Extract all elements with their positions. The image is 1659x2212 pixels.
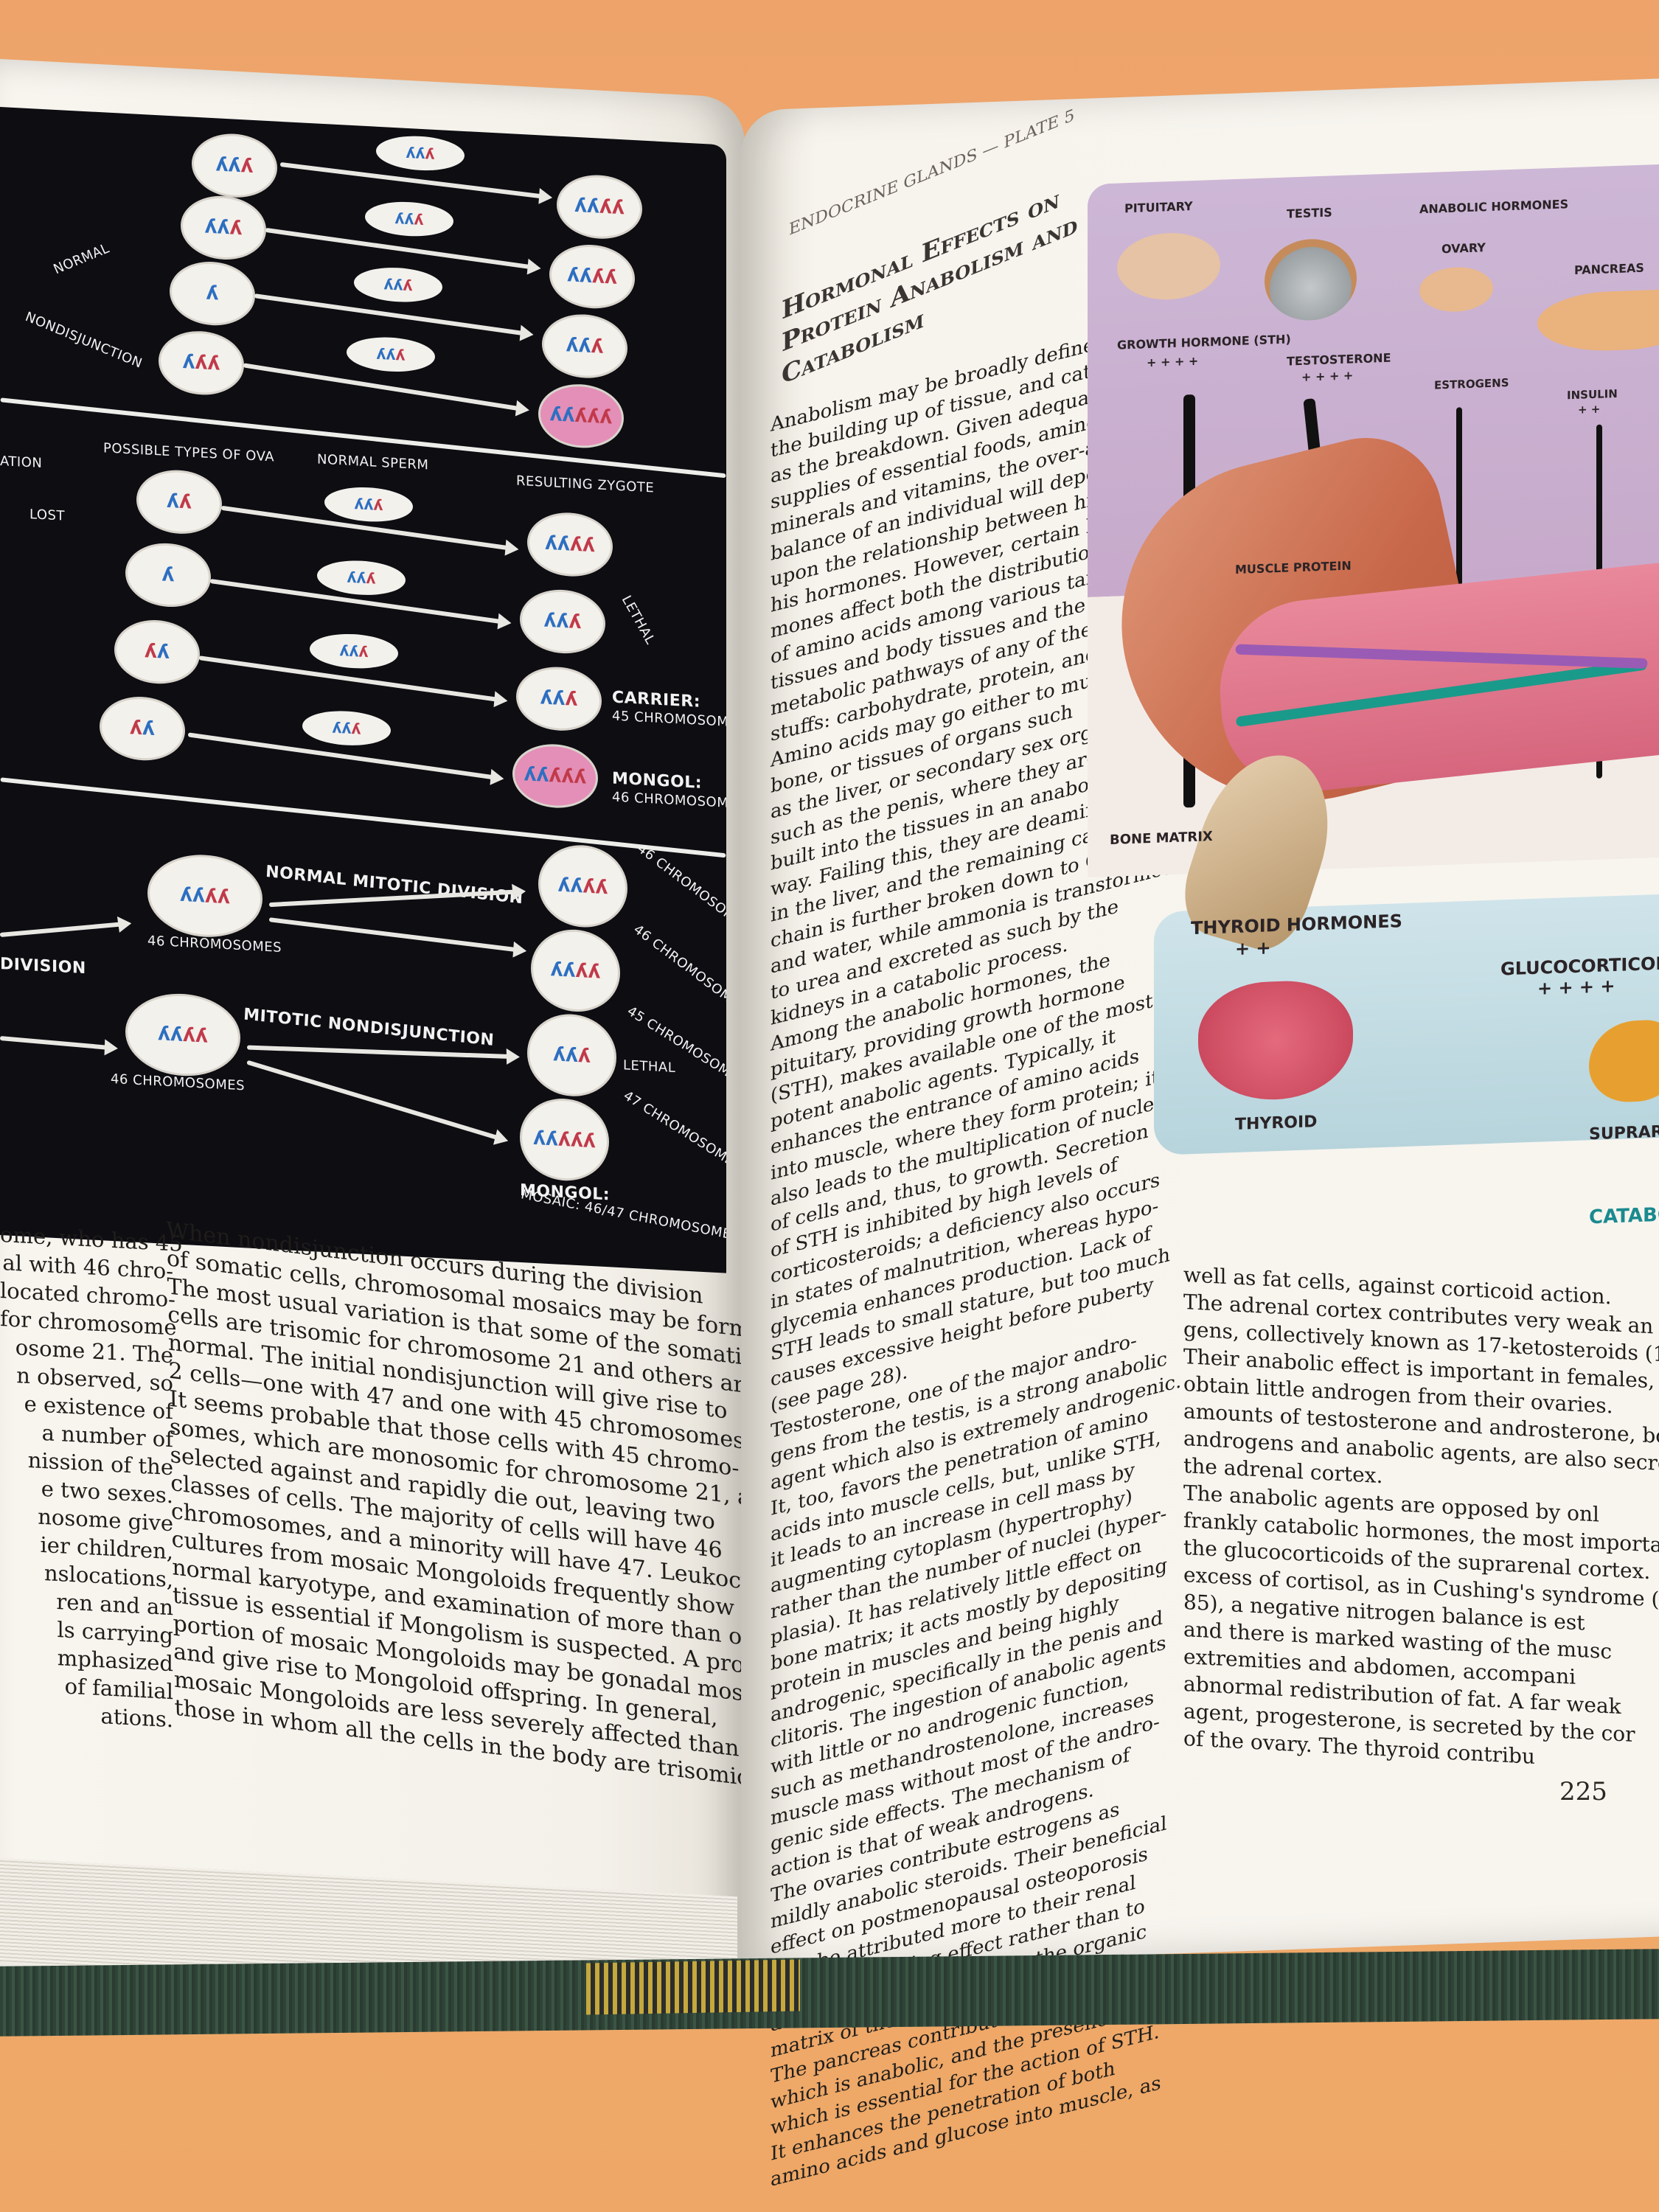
label-thyroid: THYROID	[1235, 1113, 1318, 1135]
arrow-14	[0, 1036, 111, 1051]
ova-t2: ʎ	[125, 540, 211, 609]
left-text-column-1: ome, who has 45 al with 46 chro- located…	[0, 1222, 183, 1733]
label-suprarenal: SUPRAREN	[1589, 1121, 1659, 1144]
label-mongol-mosaic-2: MOSAIC: 46/47 CHROMOSOMES	[519, 1186, 726, 1245]
label-nondisjunction: NONDISJUNCTION	[23, 309, 145, 372]
arrow-13	[0, 922, 125, 937]
label-pancreas: PANCREAS	[1574, 260, 1644, 277]
label-gluco-plus: + + + +	[1537, 975, 1615, 999]
ovum-3: ʎ	[170, 260, 255, 328]
label-46-chromosomes-b: 46 CHROMOSOMES	[111, 1071, 246, 1094]
label-testis: TESTIS	[1287, 205, 1332, 221]
label-mitotic-nondisjunction: MITOTIC NONDISJUNCTION	[243, 1005, 495, 1050]
label-division: DIVISION	[0, 955, 86, 978]
label-right-45-lethal: LETHAL	[623, 1057, 676, 1077]
label-pituitary: PITUITARY	[1124, 199, 1193, 216]
label-testosterone-plus: + + + +	[1301, 368, 1354, 384]
label-normal: NORMAL	[51, 240, 112, 278]
label-right-45: 45 CHROMOSOMES	[624, 1003, 726, 1090]
label-catabolic: CATABO	[1589, 1203, 1659, 1229]
label-ovary: OVARY	[1441, 240, 1486, 257]
label-insulin: INSULIN	[1567, 386, 1618, 403]
left-text-column-2: When nondisjunction occurs during the di…	[166, 1217, 791, 1797]
label-thyroid-plus: + +	[1235, 937, 1271, 960]
label-lost: LOST	[29, 507, 65, 524]
label-normal-sperm: NORMAL SPERM	[317, 451, 429, 473]
label-right-47: 47 CHROMOSOMES	[620, 1088, 726, 1175]
label-carrier-count: 45 CHROMOSOMES	[612, 708, 726, 731]
hormone-plate: PITUITARY TESTIS OVARY PANCREAS ANABOLIC…	[1088, 164, 1659, 1239]
arrow-10	[268, 917, 520, 953]
label-estrogens: ESTROGENS	[1434, 376, 1509, 392]
label-right-46b: 46 CHROMOSOMES	[630, 922, 726, 1017]
label-resulting-zygote: RESULTING ZYGOTE	[516, 473, 655, 496]
label-46-chromosomes-a: 46 CHROMOSOMES	[147, 933, 282, 956]
label-insulin-plus: + +	[1578, 402, 1601, 417]
label-possible-ova: POSSIBLE TYPES OF OVA	[103, 440, 275, 465]
label-growth-plus: + + + +	[1147, 353, 1199, 370]
label-mongol: MONGOL:	[612, 769, 703, 793]
right-text-column-2: well as fat cells, against corticoid act…	[1183, 1262, 1659, 1769]
label-mongol-count: 46 CHROMOSOMES	[612, 789, 726, 813]
label-ation: ATION	[0, 453, 43, 472]
arrow-12	[246, 1060, 502, 1141]
page-number: 225	[1559, 1777, 1607, 1806]
label-lethal: LETHAL	[618, 593, 658, 647]
book-spine-headband	[586, 1959, 800, 2015]
label-carrier: CARRIER:	[612, 688, 701, 712]
